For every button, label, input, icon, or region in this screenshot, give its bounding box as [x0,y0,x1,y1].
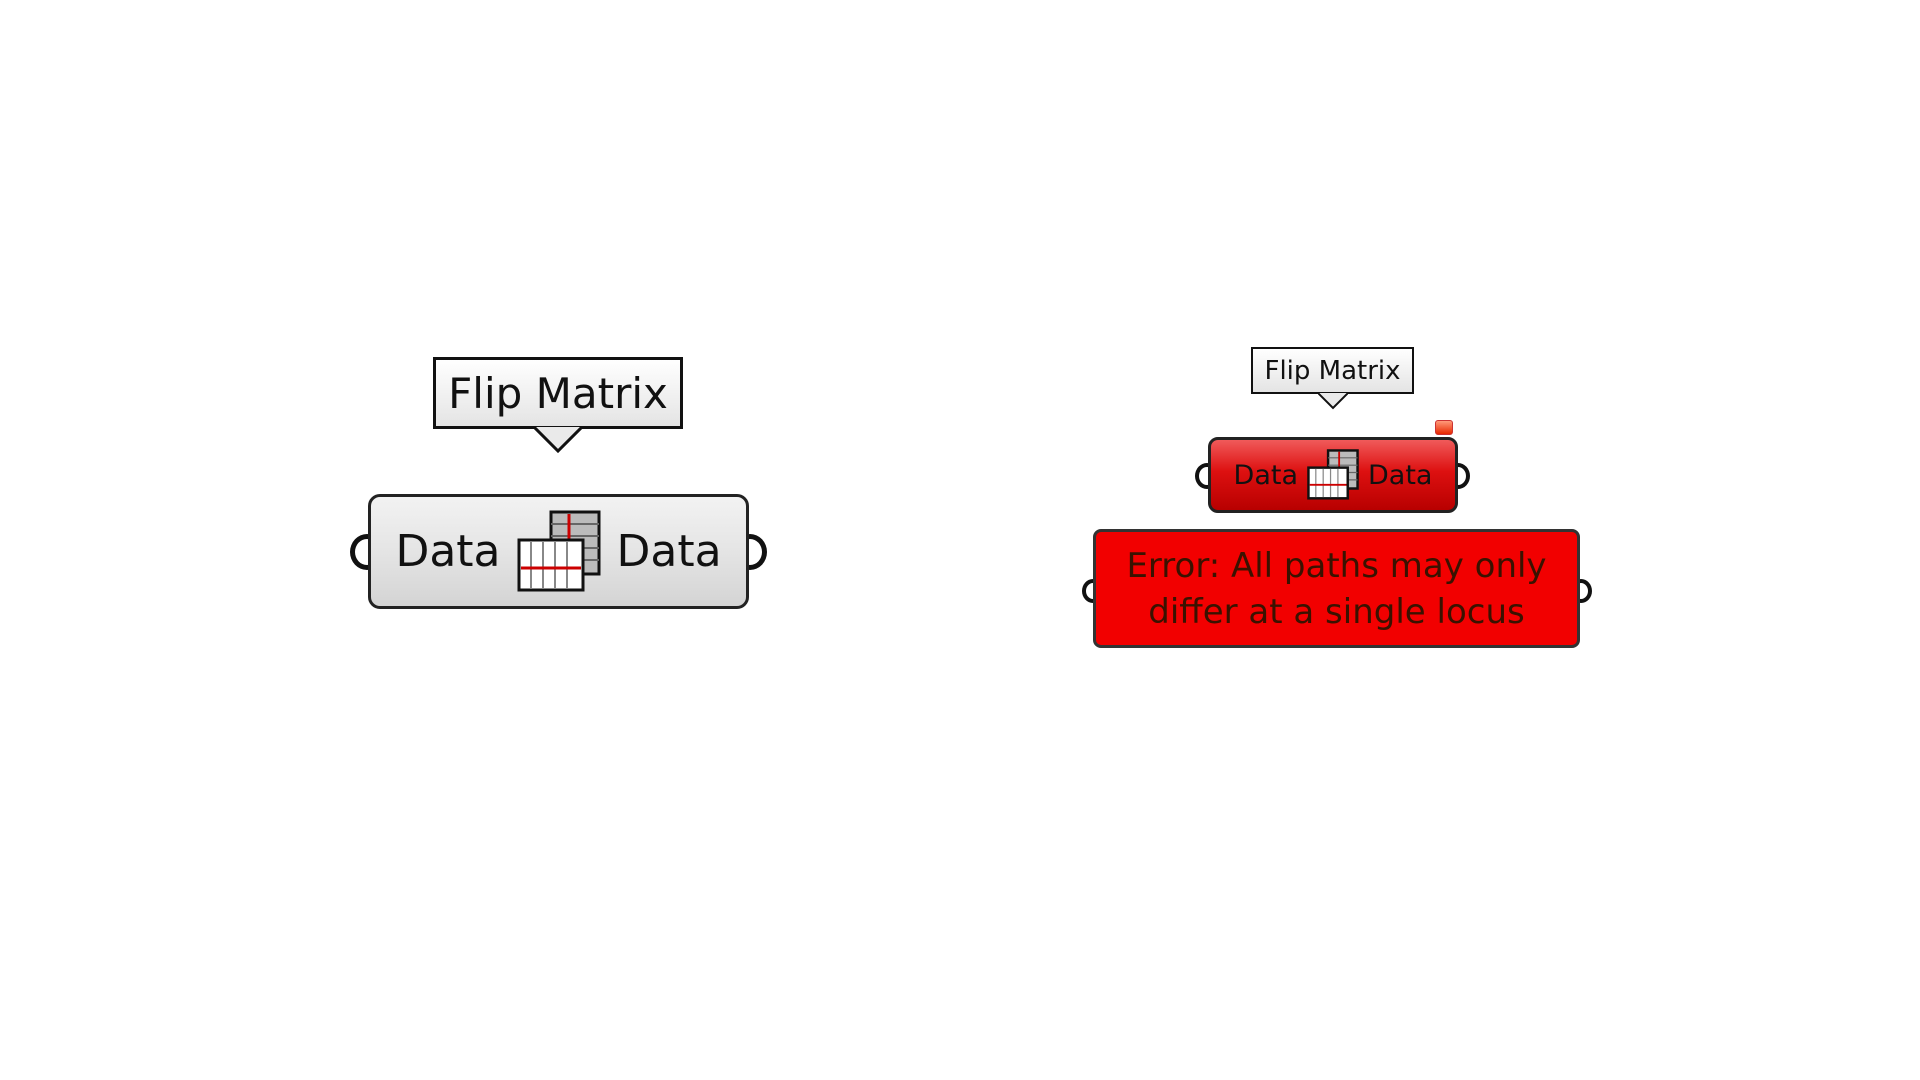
flip-matrix-component[interactable]: Data Data [368,494,749,609]
tooltip-flip-matrix: Flip Matrix [1251,347,1414,410]
error-indicator-icon[interactable] [1435,420,1453,435]
tooltip-pointer [1317,393,1348,410]
flip-matrix-icon [1307,449,1359,500]
tooltip-text: Flip Matrix [448,368,668,418]
error-message: Error: All paths may only differ at a si… [1126,545,1547,632]
tooltip-flip-matrix: Flip Matrix [433,357,683,453]
tooltip-pointer [534,427,582,453]
output-label: Data [616,526,722,577]
flip-matrix-component-error[interactable]: Data Data [1208,437,1458,513]
error-message-panel: Error: All paths may only differ at a si… [1093,529,1580,648]
input-label: Data [395,526,501,577]
output-label: Data [1368,459,1433,491]
tooltip-text: Flip Matrix [1264,355,1401,386]
input-label: Data [1233,459,1298,491]
flip-matrix-icon [517,510,600,591]
